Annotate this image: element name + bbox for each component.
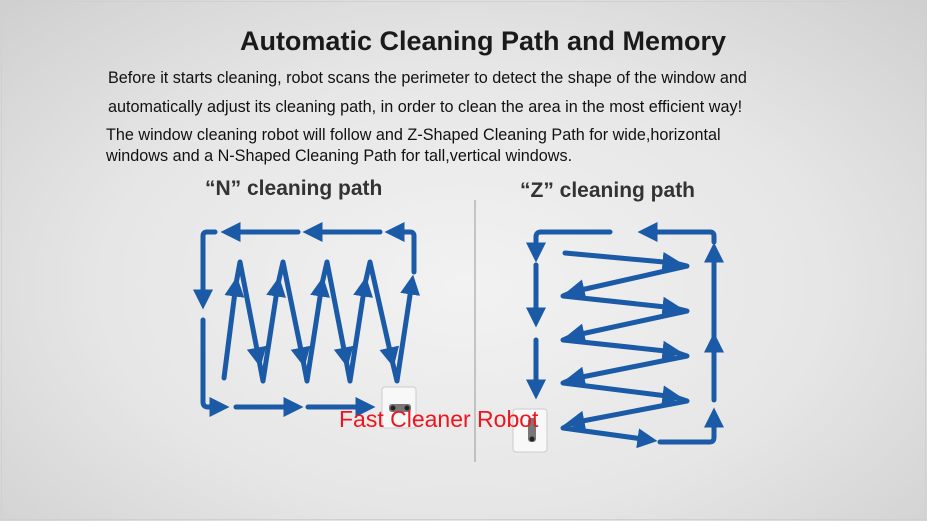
robot-z: [512, 408, 548, 453]
z-path-diagram: [526, 222, 724, 449]
n-path-diagram: [193, 222, 421, 417]
n-path-heading: “N” cleaning path: [205, 177, 383, 200]
description-line: The window cleaning robot will follow an…: [106, 126, 721, 144]
page-title: Automatic Cleaning Path and Memory: [239, 26, 727, 56]
watermark-text: Fast Cleaner Robot: [339, 406, 539, 432]
description-line: automatically adjust its cleaning path, …: [108, 98, 743, 116]
robot-n: [381, 386, 417, 429]
z-path-heading: “Z” cleaning path: [520, 179, 696, 202]
description-line: Before it starts cleaning, robot scans t…: [108, 69, 747, 87]
description-line: windows and a N-Shaped Cleaning Path for…: [106, 147, 573, 165]
